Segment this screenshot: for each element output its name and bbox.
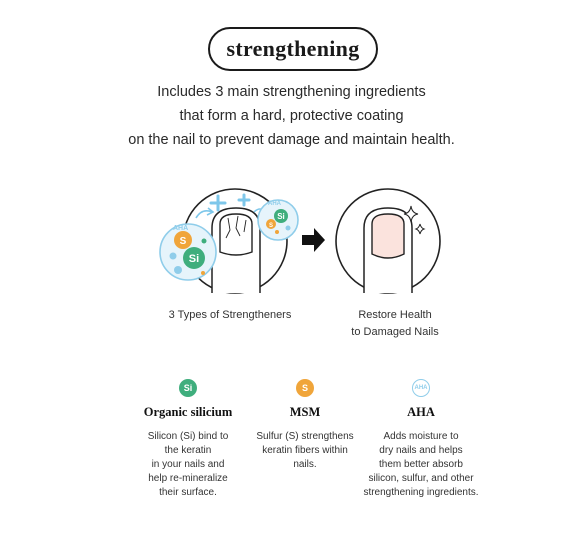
desc-line: help re-mineralize xyxy=(148,473,228,484)
intro-line-2: that form a hard, protective coating xyxy=(179,108,404,124)
aha-label-left: AHA xyxy=(173,225,188,232)
desc-line: silicon, sulfur, and other xyxy=(368,473,474,484)
desc-line: Sulfur (S) strengthens xyxy=(256,431,354,442)
ingredient-desc-msm: Sulfur (S) strengthens keratin fibers wi… xyxy=(230,430,380,472)
healthy-nail xyxy=(371,213,405,259)
plus-icon xyxy=(209,193,251,212)
ingredient-desc-silicium: Silicon (Si) bind to the keratin in your… xyxy=(113,430,263,500)
s-badge-icon xyxy=(174,231,192,249)
svg-text:Si: Si xyxy=(189,253,199,265)
desc-line: nails. xyxy=(293,459,317,470)
sparkle-icon-small xyxy=(414,223,426,235)
desc-line: strengthening ingredients. xyxy=(363,487,479,498)
caption-after-line-1: Restore Health xyxy=(358,309,432,321)
desc-line: Adds moisture to xyxy=(383,431,459,442)
intro-line-3: on the nail to prevent damage and mainta… xyxy=(128,132,455,148)
svg-text:S: S xyxy=(180,236,187,247)
ingredient-desc-aha: Adds moisture to dry nails and helps the… xyxy=(346,430,496,500)
damaged-nail xyxy=(219,213,253,256)
intro-text: Includes 3 main strengthening ingredient… xyxy=(0,80,583,152)
intro-line-1: Includes 3 main strengthening ingredient… xyxy=(157,84,426,100)
before-after-illustration: AHA S Si AHA Si S xyxy=(159,188,441,294)
desc-line: their surface. xyxy=(159,487,217,498)
ingredient-title-silicium: Organic silicium xyxy=(143,405,233,419)
caption-after-line-2: to Damaged Nails xyxy=(351,326,439,338)
section-title-pill: strengthening xyxy=(208,27,378,71)
curve-arrow-icon xyxy=(195,210,213,219)
arrow-right-icon xyxy=(302,228,325,252)
svg-text:Si: Si xyxy=(277,212,285,221)
si-icon: Si xyxy=(179,379,197,397)
desc-line: in your nails and xyxy=(151,459,225,470)
ingredient-title-aha: AHA xyxy=(407,405,435,419)
aha-label-right: AHA xyxy=(268,201,282,207)
desc-line: the keratin xyxy=(164,445,212,456)
desc-line: keratin fibers within xyxy=(262,445,348,456)
caption-before: 3 Types of Strengtheners xyxy=(168,309,292,321)
section-title: strengthening xyxy=(226,36,360,61)
desc-line: them better absorb xyxy=(379,459,463,470)
aha-icon: AHA xyxy=(412,379,430,397)
caption-after: Restore Health to Damaged Nails xyxy=(315,307,475,341)
ingredient-title-msm: MSM xyxy=(289,405,321,419)
svg-text:S: S xyxy=(269,223,273,229)
si-badge-icon xyxy=(183,247,205,269)
desc-line: Silicon (Si) bind to xyxy=(147,431,229,442)
sparkle-icon xyxy=(403,205,419,223)
desc-line: dry nails and helps xyxy=(379,445,463,456)
s-icon: S xyxy=(296,379,314,397)
